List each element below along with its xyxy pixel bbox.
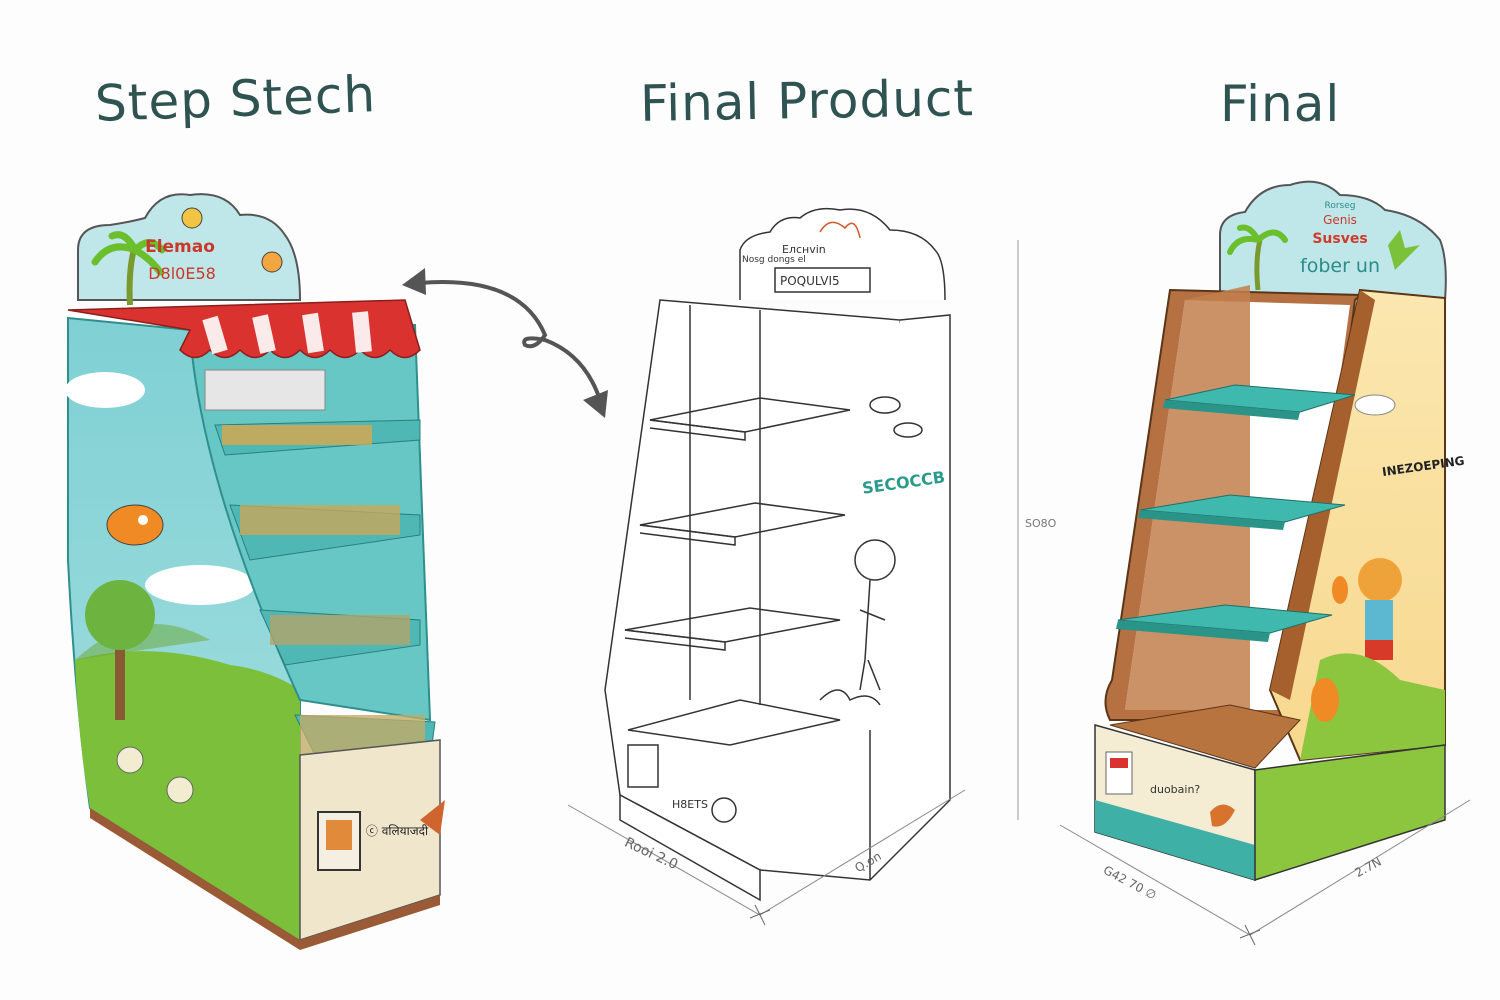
right-header-line1: Rorseg xyxy=(1325,201,1356,211)
middle-poster-icon xyxy=(627,744,659,788)
palm-tree-icon xyxy=(1227,224,1288,255)
kid-figure-icon xyxy=(854,539,896,581)
left-base-label: ⓒ वलियाजदी xyxy=(366,824,429,838)
cloud-icon xyxy=(1354,394,1396,416)
kid-figure-icon xyxy=(1358,558,1402,602)
double-arrow-icon xyxy=(402,268,608,418)
right-base-label: duobain? xyxy=(1150,783,1200,796)
fish-mascot-icon xyxy=(106,504,164,546)
middle-shelves xyxy=(624,397,851,746)
right-header-sign xyxy=(1219,180,1447,302)
left-header-sign xyxy=(77,193,302,301)
left-header-line1: Elemao xyxy=(145,237,215,257)
mascot-icon xyxy=(261,251,283,273)
palm-tree-icon xyxy=(91,231,166,276)
middle-header-line1: Eлснvin xyxy=(782,243,826,256)
right-dimension-right-label: 2.7N xyxy=(1352,854,1383,880)
tree-icon xyxy=(85,580,155,650)
dimension-height-label: SO8O xyxy=(1025,517,1057,530)
right-header-line3: Susves xyxy=(1312,231,1367,247)
cloud-icon xyxy=(145,565,255,605)
middle-header-line2: POQULVI5 xyxy=(780,274,840,288)
left-display-colored-sketch: Elemao D8l0E58 xyxy=(65,193,445,950)
egg-icon xyxy=(1311,678,1339,722)
awning xyxy=(67,299,421,359)
left-shelves xyxy=(214,419,436,766)
mascot-icon xyxy=(420,800,445,835)
mascot-icon xyxy=(1210,804,1235,827)
right-header-line4: fober un xyxy=(1300,255,1380,277)
leaf-icon xyxy=(1388,230,1420,270)
left-header-line2: D8l0E58 xyxy=(148,264,216,283)
mascot-icon xyxy=(181,207,203,229)
middle-display-line-sketch xyxy=(567,207,1019,926)
cloud-icon xyxy=(65,372,145,408)
right-dimension-left-label: G42 70 ∅ xyxy=(1101,863,1159,903)
right-header-line2: Genis xyxy=(1323,213,1357,227)
middle-base-label: H8ETS xyxy=(672,798,708,811)
right-shelves xyxy=(1116,384,1356,642)
middle-header-side-note: Nosg dongs el xyxy=(742,255,806,265)
right-display-final: Rorseg Genis Susves fober un xyxy=(1059,180,1471,946)
title-final: Final xyxy=(1220,75,1341,133)
